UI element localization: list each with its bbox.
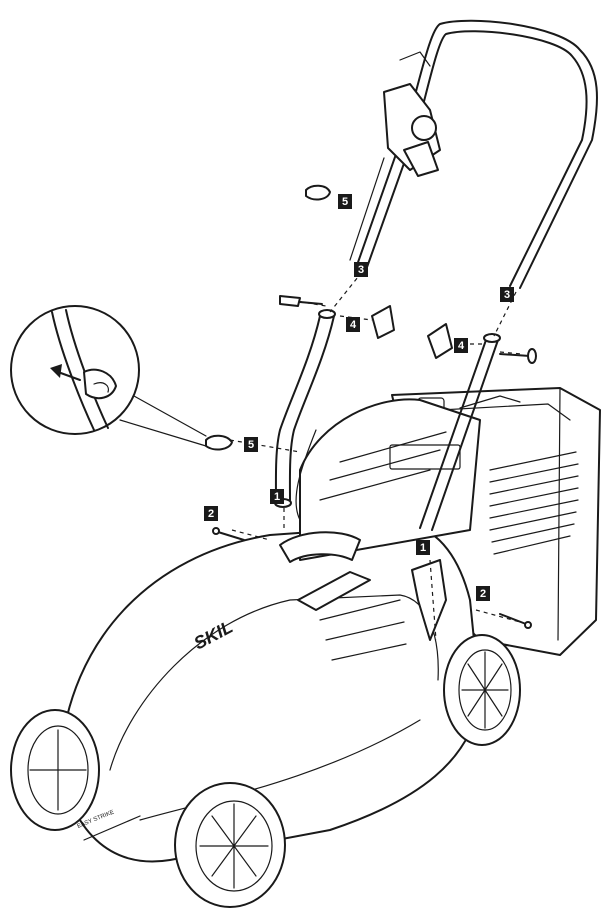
svg-text:3: 3 — [358, 264, 364, 276]
svg-text:3: 3 — [504, 289, 510, 301]
knob-left — [371, 305, 395, 339]
cable-clip-upper — [305, 184, 331, 201]
svg-text:1: 1 — [274, 491, 280, 503]
callout-badge-3b: 3 — [500, 287, 514, 302]
svg-text:4: 4 — [350, 319, 357, 331]
knob-right — [427, 323, 453, 359]
callout-badge-5b: 5 — [244, 437, 258, 452]
rear-left-wheel — [10, 709, 100, 831]
motor-hood-ribs — [319, 431, 461, 501]
carry-handle — [279, 531, 371, 611]
lower-handle-right — [411, 333, 501, 641]
callout-badge-2b: 2 — [476, 586, 490, 601]
callout-badge-1b: 1 — [416, 540, 430, 555]
callout-badge-3a: 3 — [354, 262, 368, 277]
bolt-left — [279, 295, 323, 307]
mower-body: SKIL EASY STRIKE — [59, 398, 481, 863]
cable-clip-lower — [205, 434, 233, 451]
callout-badge-1a: 1 — [270, 489, 284, 504]
bolt-right — [499, 348, 537, 364]
inset-arrow-icon — [50, 364, 81, 381]
svg-text:5: 5 — [248, 439, 254, 451]
callout-badge-5a: 5 — [338, 194, 352, 209]
rear-right-wheel — [443, 634, 521, 746]
callout-badge-4a: 4 — [346, 317, 360, 332]
callout-badge-4b: 4 — [454, 338, 468, 353]
power-cable — [295, 429, 317, 521]
upper-handle — [349, 19, 598, 289]
front-left-wheel — [174, 782, 286, 908]
svg-text:4: 4 — [458, 340, 465, 352]
screw-left — [212, 527, 245, 541]
grass-box-vents — [489, 451, 579, 555]
svg-text:2: 2 — [480, 588, 486, 600]
detail-inset — [10, 305, 207, 447]
screw-right — [499, 613, 532, 629]
svg-text:5: 5 — [342, 196, 348, 208]
svg-text:1: 1 — [420, 542, 426, 554]
callout-badge-2a: 2 — [204, 506, 218, 521]
svg-text:2: 2 — [208, 508, 214, 520]
